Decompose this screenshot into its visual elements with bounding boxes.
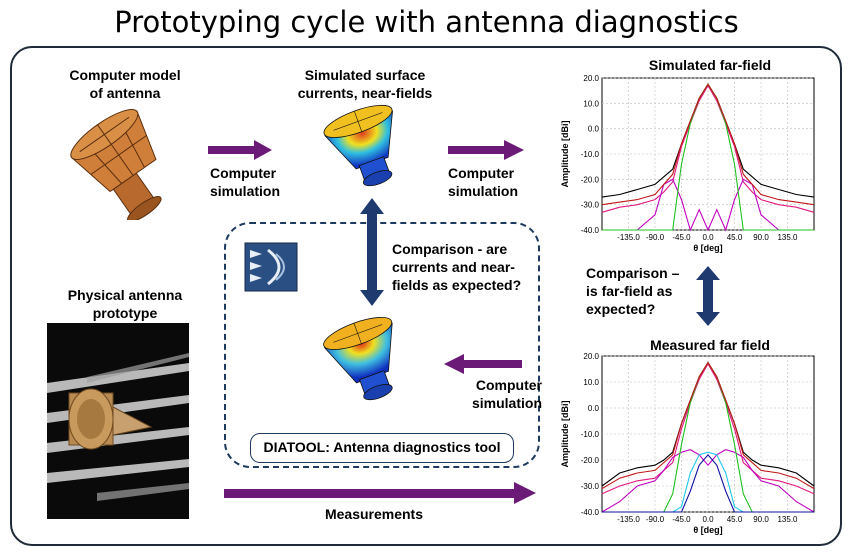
y-tick-label: -40.0 — [581, 226, 600, 235]
series-line-6 — [601, 361, 815, 490]
computer-simulation-3-line1: Computer — [475, 377, 542, 393]
arrow-model-to-sim — [208, 140, 272, 160]
x-tick-label: 90.0 — [753, 515, 769, 524]
comparison-currents-line1: Comparison - are — [392, 241, 508, 257]
y-axis-label: Amplitude [dBi] — [560, 121, 570, 188]
reconstructed-currents-image — [323, 316, 393, 401]
arrow-sim-to-farfield — [448, 140, 524, 160]
y-tick-label: -40.0 — [581, 508, 600, 517]
x-tick-label: -135.0 — [617, 515, 640, 524]
diatool-label: DIATOOL: Antenna diagnostics tool — [250, 433, 514, 463]
computer-model-line1: Computer model — [69, 67, 181, 83]
y-tick-label: -10.0 — [581, 430, 600, 439]
simulated-currents-line2: currents, near-fields — [297, 85, 433, 101]
y-tick-label: -20.0 — [581, 456, 600, 465]
computer-simulation-2-line1: Computer — [448, 165, 515, 181]
y-tick-label: 0.0 — [588, 125, 600, 134]
y-tick-label: -10.0 — [581, 150, 600, 159]
series-line-4 — [601, 83, 815, 206]
series-line-5 — [602, 453, 814, 513]
measurements-label: Measurements — [324, 506, 424, 522]
x-tick-label: -90.0 — [646, 233, 665, 242]
comparison-currents-line3: fields as expected? — [392, 277, 522, 293]
cad-antenna-image — [70, 109, 162, 220]
page-title: Prototyping cycle with antenna diagnosti… — [114, 5, 739, 39]
comparison-farfield-line3: expected? — [586, 301, 656, 317]
x-tick-label: -90.0 — [646, 515, 665, 524]
simulated-currents-label: Simulated surface currents, near-fields — [282, 66, 448, 102]
diatool-logo-icon — [244, 242, 298, 292]
chart-title-simulated: Simulated far-field — [648, 57, 772, 73]
measured-farfield-chart: 20.0 10.0 0.0 -10.0 -20.0 -30.0 -40.0 -135.0 -90… — [560, 352, 815, 535]
arrow-measurements — [224, 482, 536, 504]
x-tick-label: 135.0 — [777, 515, 798, 524]
x-tick-label: 90.0 — [753, 233, 769, 242]
computer-simulation-3-line2: simulation — [471, 395, 542, 411]
computer-simulation-2-line2: simulation — [448, 183, 519, 199]
simulated-currents-image — [323, 104, 393, 187]
series-line-2 — [602, 178, 814, 232]
comparison-farfield-line2: is far-field as — [586, 283, 673, 299]
simulated-farfield-chart: 20.0 10.0 0.0 -10.0 -20.0 -30.0 -40.0 -135.0 -90… — [560, 74, 815, 253]
y-axis-label: Amplitude [dBi] — [560, 401, 570, 468]
computer-simulation-label-2: Computer simulation — [448, 164, 548, 200]
comparison-currents-line2: currents and near- — [392, 259, 515, 275]
x-tick-label: 45.0 — [727, 233, 743, 242]
x-tick-label: -45.0 — [672, 515, 691, 524]
x-axis-label: θ [deg] — [693, 525, 722, 535]
diagram-frame — [10, 46, 842, 546]
physical-prototype-label: Physical antenna prototype — [40, 286, 210, 322]
prototype-photo — [47, 323, 189, 519]
physical-prototype-line2: prototype — [92, 305, 158, 321]
x-tick-label: 0.0 — [702, 515, 714, 524]
x-tick-label: -135.0 — [617, 233, 640, 242]
y-tick-label: -20.0 — [581, 175, 600, 184]
y-tick-label: -30.0 — [581, 201, 600, 210]
computer-simulation-label-1: Computer simulation — [210, 164, 310, 200]
computer-simulation-1-line2: simulation — [210, 183, 281, 199]
chart-title-measured: Measured far field — [650, 337, 770, 353]
comparison-currents-label: Comparison - are currents and near- fiel… — [392, 240, 532, 294]
arrow-compare-farfield — [696, 266, 720, 326]
diatool-dashed-box — [224, 222, 540, 468]
arrow-farfield-to-currents — [444, 354, 522, 374]
x-tick-label: -45.0 — [672, 233, 691, 242]
computer-model-line2: of antenna — [89, 85, 161, 101]
series-line-1 — [601, 362, 815, 495]
comparison-farfield-label: Comparison – is far-field as expected? — [586, 264, 696, 318]
physical-prototype-line1: Physical antenna — [67, 287, 183, 303]
x-tick-label: 135.0 — [777, 233, 798, 242]
series-line-1 — [601, 84, 815, 213]
computer-simulation-label-3: Computer simulation — [452, 376, 542, 412]
y-tick-label: 20.0 — [583, 352, 599, 361]
y-tick-label: 10.0 — [583, 378, 599, 387]
series-line-2 — [601, 449, 815, 513]
y-tick-label: 10.0 — [583, 99, 599, 108]
arrow-compare-currents — [360, 198, 384, 306]
x-tick-label: 45.0 — [727, 515, 743, 524]
y-tick-label: 0.0 — [588, 404, 600, 413]
computer-simulation-1-line1: Computer — [210, 165, 277, 181]
simulated-currents-line1: Simulated surface — [304, 67, 426, 83]
x-tick-label: 0.0 — [702, 233, 714, 242]
comparison-farfield-line1: Comparison – — [586, 265, 680, 281]
y-tick-label: 20.0 — [583, 74, 599, 83]
y-tick-label: -30.0 — [581, 482, 600, 491]
x-axis-label: θ [deg] — [693, 243, 722, 253]
computer-model-label: Computer model of antenna — [40, 66, 210, 102]
